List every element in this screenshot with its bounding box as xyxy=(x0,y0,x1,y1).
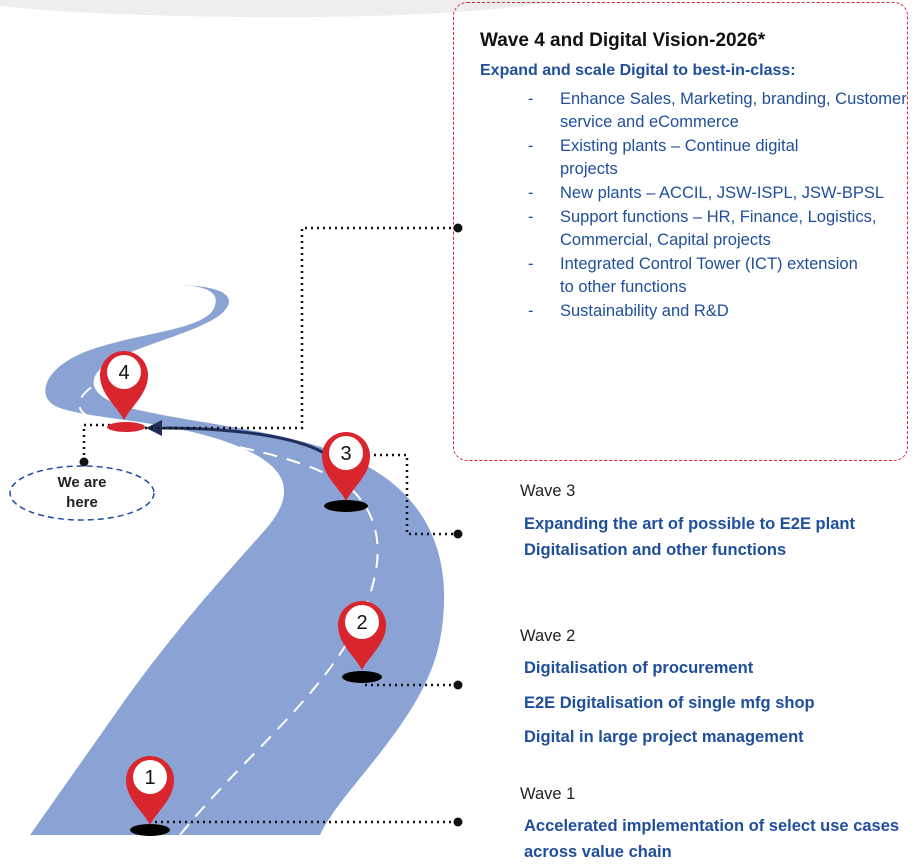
wave-2-item: Digitalisation of procurement xyxy=(524,659,754,677)
connector-dot xyxy=(453,680,463,690)
connector-we-are-here xyxy=(82,423,128,462)
vision-box xyxy=(453,2,908,461)
connector-dot xyxy=(79,457,89,467)
connector-dot xyxy=(453,817,463,827)
vision-subtitle: Expand and scale Digital to best-in-clas… xyxy=(480,62,796,79)
pin-base-4 xyxy=(107,422,145,432)
list-item: -Integrated Control Tower (ICT) extensio… xyxy=(528,255,858,296)
wave-1-label: Wave 1 xyxy=(520,785,576,803)
list-item: -New plants – ACCIL, JSW-ISPL, JSW-BPSL xyxy=(528,184,885,202)
wave-3-label: Wave 3 xyxy=(520,482,576,500)
road xyxy=(30,285,445,835)
pin-label: 2 xyxy=(356,612,367,634)
list-item-text: Existing plants – Continue digital proje… xyxy=(560,137,799,178)
connector-wave3 xyxy=(368,453,458,536)
pin-label: 3 xyxy=(340,443,351,465)
map-pin-3-icon: 3 xyxy=(322,432,370,501)
wave-3-desc: Expanding the art of possible to E2E pla… xyxy=(524,515,855,559)
list-item-text: Support functions – HR, Finance, Logisti… xyxy=(560,208,877,249)
road-center-line xyxy=(78,381,379,836)
header-band xyxy=(0,0,560,18)
map-pin-1-icon: 1 xyxy=(126,756,174,825)
we-are-here-label: We are here xyxy=(8,468,156,518)
list-item: -Existing plants – Continue digital proj… xyxy=(528,137,799,178)
wave-1-desc: Accelerated implementation of select use… xyxy=(524,817,900,861)
list-item-text: Integrated Control Tower (ICT) extension… xyxy=(560,255,858,296)
connector-wave4 xyxy=(133,226,458,430)
we-are-here-text: We are here xyxy=(57,474,107,511)
wave-2-item: E2E Digitalisation of single mfg shop xyxy=(524,694,815,712)
vision-title: Wave 4 and Digital Vision-2026* xyxy=(480,30,766,51)
pin-base-1 xyxy=(130,824,170,836)
vision-list: -Enhance Sales, Marketing, branding, Cus… xyxy=(520,88,912,324)
wave-2-item: Digital in large project management xyxy=(524,728,804,746)
pin-base-2 xyxy=(342,671,382,683)
pin-label: 1 xyxy=(144,767,155,789)
map-pin-4-icon: 4 xyxy=(100,351,148,420)
map-pin-2-icon: 2 xyxy=(338,601,386,670)
pin-base-3 xyxy=(324,500,368,512)
connector-dot xyxy=(453,223,463,233)
progress-arrowhead xyxy=(146,420,162,436)
list-item-text: Enhance Sales, Marketing, branding, Cust… xyxy=(560,90,907,131)
list-item: -Enhance Sales, Marketing, branding, Cus… xyxy=(528,90,907,131)
list-item-text: Sustainability and R&D xyxy=(560,302,729,320)
list-item: -Support functions – HR, Finance, Logist… xyxy=(528,208,877,249)
wave-2-label: Wave 2 xyxy=(520,627,576,645)
list-item: -Sustainability and R&D xyxy=(528,302,729,320)
list-item-text: New plants – ACCIL, JSW-ISPL, JSW-BPSL xyxy=(560,184,885,202)
connector-dot xyxy=(453,529,463,539)
pin-label: 4 xyxy=(118,362,129,384)
we-are-here-ellipse xyxy=(9,465,155,521)
